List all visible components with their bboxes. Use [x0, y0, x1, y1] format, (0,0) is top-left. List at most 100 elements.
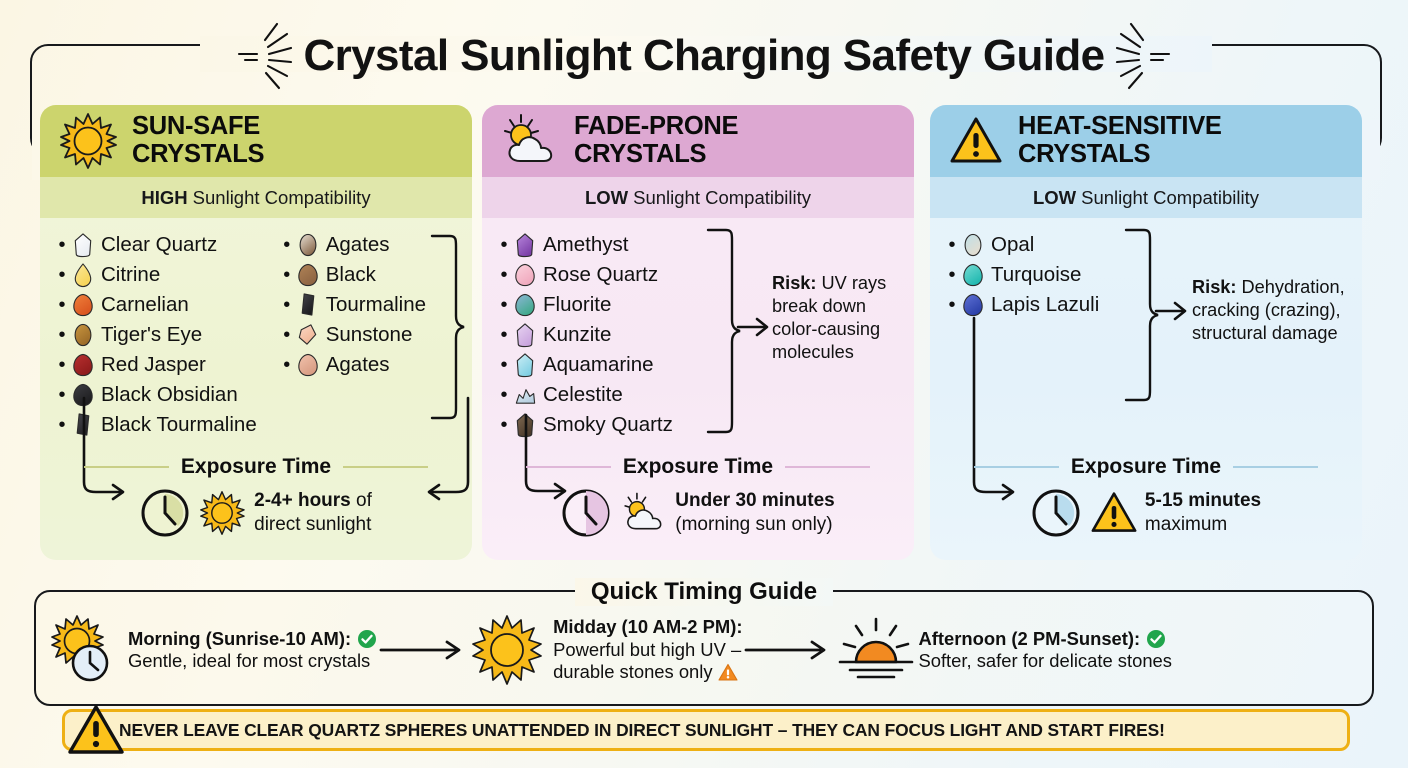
divider: [343, 466, 429, 468]
timing-head: Midday (10 AM-2 PM):: [553, 616, 743, 638]
bullet-icon: •: [500, 384, 508, 406]
green-check-icon: [357, 629, 377, 649]
warning-text: NEVER LEAVE CLEAR QUARTZ SPHERES UNATTEN…: [119, 719, 1165, 740]
quick-timing-title-wrap: Quick Timing Guide: [0, 578, 1408, 606]
sun-behind-cloud-icon: [502, 113, 558, 169]
risk-label: Risk:: [772, 273, 817, 293]
list-brace: [430, 234, 465, 420]
list-item: •Red Jasper: [54, 350, 257, 380]
exposure-row: Under 30 minutes (morning sun only): [482, 488, 914, 538]
list-item: •Lapis Lazuli: [944, 290, 1099, 320]
list-item: •Aquamarine: [496, 350, 673, 380]
bullet-icon: •: [283, 354, 291, 376]
crystal-label: Amethyst: [543, 233, 629, 256]
crystal-label: Fluorite: [543, 293, 612, 316]
bullet-icon: •: [500, 234, 508, 256]
exposure-title: Exposure Time: [1070, 455, 1222, 478]
list-item: •Turquoise: [944, 260, 1099, 290]
risk-arrow: [736, 317, 769, 337]
timing-text: Afternoon (2 PM-Sunset): Softer, safer f…: [918, 628, 1172, 673]
bullet-icon: •: [500, 264, 508, 286]
divider: [526, 466, 611, 468]
exposure-title: Exposure Time: [180, 455, 332, 478]
card-header: FADE-PRONE CRYSTALS: [482, 105, 914, 177]
card-sun-safe: SUN-SAFE CRYSTALS HIGH Sunlight Compatib…: [40, 105, 472, 560]
flow-arrow-right: [427, 396, 470, 501]
list-item: • Black Obsidian: [54, 380, 257, 410]
tigers-eye-icon: [70, 322, 96, 348]
divider: [974, 466, 1059, 468]
crystal-column-1: •Amethyst•Rose Quartz•Fluorite•Kunzite•A…: [496, 230, 673, 440]
card-title: HEAT-SENSITIVE CRYSTALS: [1018, 113, 1222, 168]
card-compatibility: LOW Sunlight Compatibility: [482, 177, 914, 218]
sunstone-icon: [295, 322, 321, 348]
sparkle-burst-icon: [235, 18, 297, 94]
bullet-icon: •: [58, 384, 66, 406]
timing-arrow: [377, 638, 469, 662]
card-title-line2: CRYSTALS: [132, 140, 265, 168]
crystal-label: Lapis Lazuli: [991, 293, 1100, 316]
risk-body: UV rays break down color-causing molecul…: [772, 273, 887, 362]
card-title-line1: HEAT-SENSITIVE: [1018, 112, 1222, 141]
bullet-icon: •: [500, 354, 508, 376]
exposure-section: Exposure Time: [930, 455, 1362, 538]
header: Crystal Sunlight Charging Safety Guide: [0, 18, 1408, 94]
exposure-title-row: Exposure Time: [482, 455, 914, 479]
quick-timing-title: Quick Timing Guide: [574, 578, 834, 606]
sun-icon: [200, 491, 245, 535]
exposure-line2: (morning sun only): [675, 514, 833, 535]
crystal-label: Red Jasper: [101, 353, 206, 376]
crystal-label: Black Obsidian: [101, 383, 238, 406]
card-heat-sensitive: HEAT-SENSITIVE CRYSTALS LOW Sunlight Com…: [930, 105, 1362, 560]
list-item: •Tourmaline: [279, 290, 426, 320]
aquamarine-icon: [512, 352, 538, 378]
tourmaline-icon: [295, 292, 321, 318]
bright-sun-icon: [469, 614, 545, 686]
citrine-icon: [70, 262, 96, 288]
bullet-icon: •: [58, 414, 66, 436]
bullet-icon: •: [58, 294, 66, 316]
exposure-value: Under 30 minutes: [675, 490, 835, 512]
crystal-label: Carnelian: [101, 293, 189, 316]
clock-icon: [1031, 488, 1081, 538]
exposure-text: 5-15 minutes maximum: [1145, 489, 1261, 536]
card-title: SUN-SAFE CRYSTALS: [132, 113, 264, 168]
crystal-list: •Clear Quartz•Citrine•Carnelian•Tiger's …: [54, 230, 426, 440]
crystal-label: Smoky Quartz: [543, 413, 673, 436]
timing-body: Softer, safer for delicate stones: [918, 650, 1172, 671]
exposure-section: Exposure Time: [40, 455, 472, 538]
crystal-label: Black: [325, 263, 376, 286]
bullet-icon: •: [948, 264, 956, 286]
agate-icon: [295, 232, 321, 258]
card-body: •Opal•Turquoise•Lapis Lazuli Risk: Dehyd…: [930, 218, 1362, 560]
exposure-line2: direct sunlight: [254, 514, 372, 535]
card-body: •Amethyst•Rose Quartz•Fluorite•Kunzite•A…: [482, 218, 914, 560]
bullet-icon: •: [58, 234, 66, 256]
exposure-rest: of: [350, 490, 372, 512]
fluorite-icon: [512, 292, 538, 318]
compat-level: HIGH: [141, 186, 188, 208]
bullet-icon: •: [283, 234, 291, 256]
sun-icon: [60, 113, 117, 169]
sunset-icon: [834, 614, 914, 686]
sun-behind-cloud-icon: [621, 491, 665, 535]
bullet-icon: •: [500, 414, 508, 436]
compat-label: Sunlight Compatibility: [633, 186, 812, 208]
crystal-label: Opal: [991, 233, 1035, 256]
crystal-label: Agates: [325, 233, 390, 256]
list-item: •Fluorite: [496, 290, 673, 320]
crystal-label: Rose Quartz: [543, 263, 659, 286]
card-title: FADE-PRONE CRYSTALS: [574, 113, 738, 168]
timing-item-morning: Morning (Sunrise-10 AM): Gentle, ideal f…: [44, 614, 377, 686]
sparkle-burst-icon: [1111, 18, 1173, 94]
card-title-line1: SUN-SAFE: [132, 112, 260, 141]
card-compatibility: LOW Sunlight Compatibility: [930, 177, 1362, 218]
card-header: SUN-SAFE CRYSTALS: [40, 105, 472, 177]
quick-timing-row: Morning (Sunrise-10 AM): Gentle, ideal f…: [44, 604, 1364, 696]
timing-body2: durable stones only: [553, 661, 713, 683]
crystal-label: Clear Quartz: [101, 233, 218, 256]
clear-quartz-icon: [70, 232, 96, 258]
list-brace: [1124, 228, 1159, 402]
divider: [84, 466, 169, 468]
timing-arrow: [742, 638, 834, 662]
